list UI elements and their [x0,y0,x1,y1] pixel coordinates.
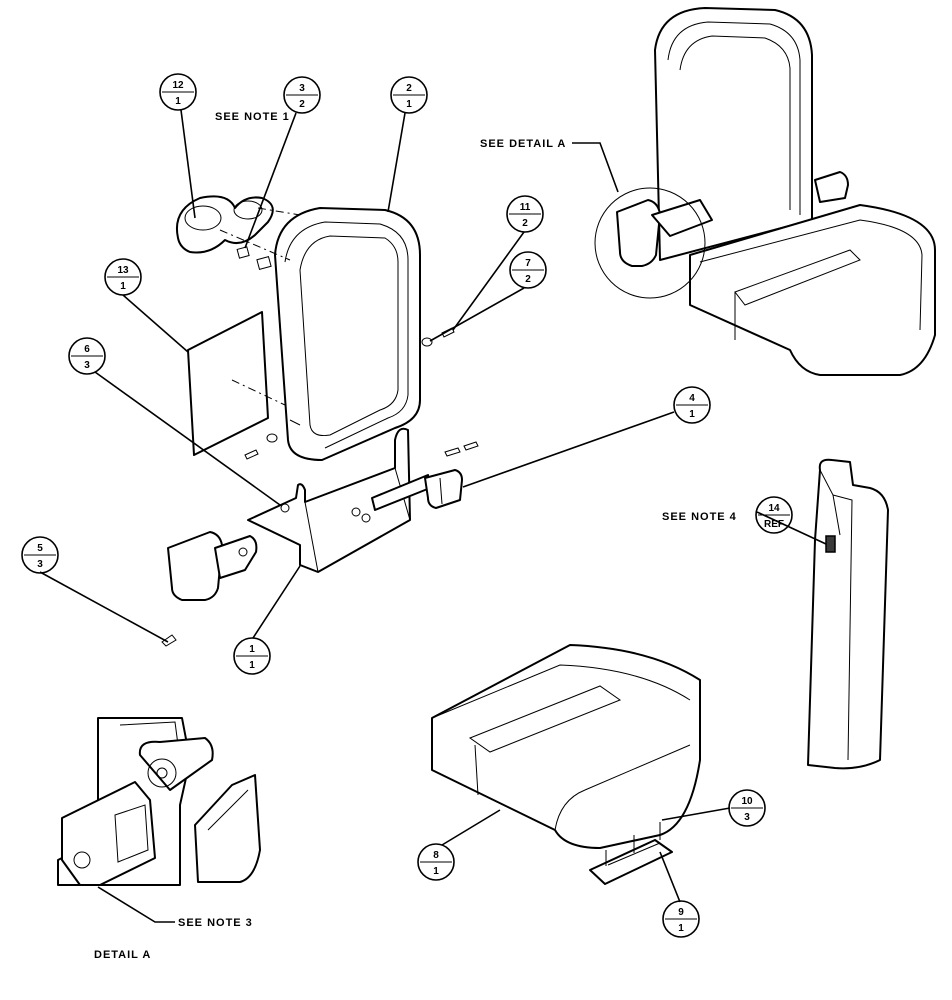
head-cover-part [176,195,274,254]
balloon-5-bottom: 3 [37,559,43,570]
balloon-4: 41 [673,386,711,424]
balloon-9: 91 [662,900,700,938]
balloon-6-top: 6 [84,344,90,355]
balloon-12: 121 [159,73,197,111]
balloon-6-bottom: 3 [84,360,90,371]
see-note-4-label: SEE NOTE 4 [662,511,737,523]
balloon-1-bottom: 1 [249,660,255,671]
see-detail-a-label: SEE DETAIL A [480,138,566,150]
seat-back-cushion [274,207,421,461]
see-note-1-label: SEE NOTE 1 [215,111,290,123]
seatbelt-buckle-part [371,469,463,511]
balloon-7-bottom: 2 [525,274,531,285]
see-note-3-label: SEE NOTE 3 [178,917,253,929]
balloon-11: 112 [506,195,544,233]
balloon-13-bottom: 1 [120,281,126,292]
balloon-8-bottom: 1 [433,866,439,877]
balloon-1-top: 1 [249,644,255,655]
balloon-7-top: 7 [525,258,531,269]
balloon-8: 81 [417,843,455,881]
balloon-4-bottom: 1 [689,409,695,420]
balloon-12-top: 12 [172,80,184,91]
detail-a-circle [594,187,706,299]
balloon-2: 21 [390,76,428,114]
balloon-12-bottom: 1 [175,96,181,107]
balloon-10: 103 [728,789,766,827]
side-panel-part [807,458,889,770]
balloon-14-bottom: REF [764,519,784,530]
balloon-5: 53 [21,536,59,574]
balloon-3-top: 3 [299,83,305,94]
detail-a-title: DETAIL A [94,949,151,961]
balloon-13-top: 13 [117,265,129,276]
balloon-2-bottom: 1 [406,99,412,110]
balloon-7: 72 [509,251,547,289]
balloon-4-top: 4 [689,393,695,404]
assembled-seat-view [616,7,936,376]
balloon-6: 63 [68,337,106,375]
balloon-3: 32 [283,76,321,114]
back-plate-part [187,311,269,456]
seat-hinge-part [589,822,673,885]
balloon-9-bottom: 1 [678,923,684,934]
detail-a-leader [572,142,619,193]
balloon-10-top: 10 [741,796,753,807]
balloon-2-top: 2 [406,83,412,94]
balloon-10-bottom: 3 [744,812,750,823]
seat-cushion-part [431,644,701,849]
detail-a-view [57,717,261,886]
balloon-8-top: 8 [433,850,439,861]
balloon-11-top: 11 [520,202,531,213]
balloon-1: 11 [233,637,271,675]
balloon-3-bottom: 2 [299,99,305,110]
balloon-9-top: 9 [678,907,684,918]
leader-lines [39,109,827,923]
mounting-bracket [247,427,411,573]
balloon-11-bottom: 2 [522,218,528,229]
label-decals [236,246,272,270]
seatbelt-latch-part [167,531,258,601]
balloon-13: 131 [104,258,142,296]
balloon-5-top: 5 [37,543,43,554]
balloon-14-top: 14 [768,503,780,514]
